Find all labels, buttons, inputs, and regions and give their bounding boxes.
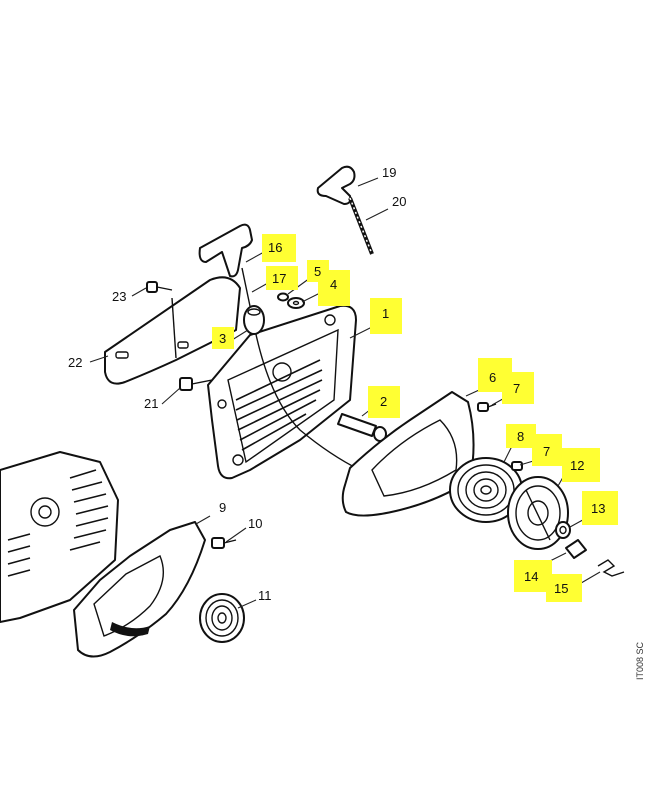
spring-housing-6 <box>341 391 475 517</box>
callout-label: 13 <box>591 501 605 516</box>
screw-7-upper <box>477 402 497 412</box>
callout-highlight <box>266 266 298 290</box>
callout-label: 8 <box>517 429 524 444</box>
pin-2 <box>337 413 387 442</box>
callout-highlight <box>532 434 562 466</box>
callout-highlight <box>506 424 536 448</box>
spiral-spring-11 <box>199 593 245 643</box>
callout-7-upper: 7 <box>502 372 534 404</box>
callout-label: 10 <box>248 516 262 531</box>
callout-label: 7 <box>513 381 520 396</box>
pawl-14 <box>565 539 587 559</box>
callout-5: 5 <box>307 260 329 282</box>
callout-highlight <box>368 386 400 418</box>
washer-13 <box>555 521 571 539</box>
callout-label: 5 <box>314 264 321 279</box>
callout-label: 15 <box>554 581 568 596</box>
callout-highlight <box>502 372 534 404</box>
callout-17: 17 <box>266 266 298 290</box>
starter-rope <box>241 267 361 471</box>
callout-20: 20 <box>392 194 406 209</box>
callout-label: 9 <box>219 500 226 515</box>
figure-code: IT008 SC <box>635 641 645 680</box>
callout-10: 10 <box>248 516 262 531</box>
callout-14: 14 <box>514 560 552 592</box>
rope-guide-3 <box>243 305 265 335</box>
callout-highlight <box>514 560 552 592</box>
callout-21: 21 <box>144 396 158 411</box>
callout-13: 13 <box>582 491 618 525</box>
callout-label: 3 <box>219 331 226 346</box>
screw-21 <box>179 377 213 391</box>
callout-label: 19 <box>382 165 396 180</box>
callout-highlight <box>212 327 234 349</box>
callout-label: 16 <box>268 240 282 255</box>
callout-label: 6 <box>489 370 496 385</box>
callout-label: 20 <box>392 194 406 209</box>
callout-highlight <box>262 234 296 262</box>
screw-7-lower <box>511 461 523 471</box>
callout-16: 16 <box>262 234 296 262</box>
callout-8: 8 <box>506 424 536 448</box>
callout-label: 17 <box>272 271 286 286</box>
starter-grip-16 <box>198 223 253 278</box>
engine-housing <box>0 451 119 623</box>
screw-23 <box>146 281 173 293</box>
callout-15: 15 <box>546 574 582 602</box>
rope-rotor-12 <box>507 476 569 550</box>
screw-10 <box>211 537 237 549</box>
rope-rod-20 <box>348 197 374 255</box>
callout-label: 12 <box>570 458 584 473</box>
callout-1: 1 <box>370 298 402 334</box>
callout-3: 3 <box>212 327 234 349</box>
callout-highlight <box>307 260 329 282</box>
callout-11: 11 <box>258 588 272 603</box>
callout-label: 2 <box>380 394 387 409</box>
callout-label: 7 <box>543 444 550 459</box>
callout-19: 19 <box>382 165 396 180</box>
recoil-spring-8 <box>449 457 523 523</box>
callout-highlight <box>562 448 600 482</box>
callout-label: 11 <box>258 588 272 603</box>
cover-plate-22 <box>104 276 241 385</box>
callout-22: 22 <box>68 355 82 370</box>
lower-housing-9 <box>73 521 206 658</box>
washer-4 <box>287 297 305 309</box>
callout-7-lower: 7 <box>532 434 562 466</box>
callout-9: 9 <box>219 500 226 515</box>
callout-highlight <box>546 574 582 602</box>
callout-label: 4 <box>330 277 337 292</box>
callout-label: 14 <box>524 569 538 584</box>
callout-label: 22 <box>68 355 82 370</box>
spring-clip-15 <box>597 559 625 577</box>
pin-5 <box>277 292 289 302</box>
callout-2: 2 <box>368 386 400 418</box>
callout-label: 23 <box>112 289 126 304</box>
callout-highlight <box>582 491 618 525</box>
callout-highlight <box>370 298 402 334</box>
callout-label: 21 <box>144 396 158 411</box>
callout-label: 1 <box>382 306 389 321</box>
fan-housing-1 <box>207 304 357 480</box>
starter-grip-19 <box>316 165 356 205</box>
callout-23: 23 <box>112 289 126 304</box>
callout-12: 12 <box>562 448 600 482</box>
